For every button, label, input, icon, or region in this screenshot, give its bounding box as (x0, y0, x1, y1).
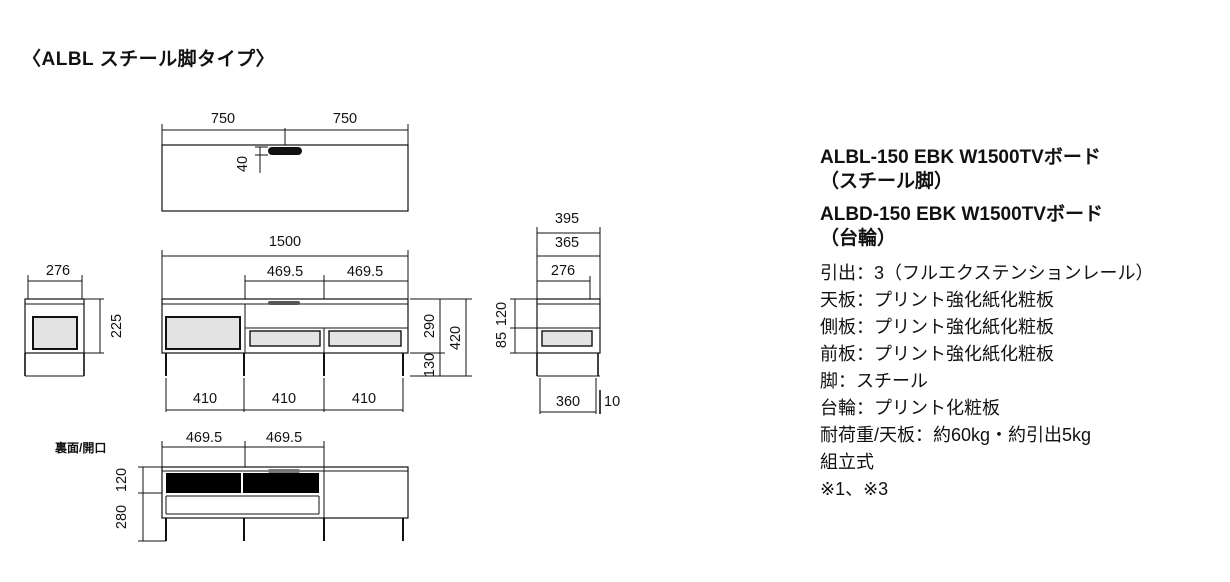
dim-total-width: 1500 (269, 234, 301, 250)
spec-line: 組立式 (820, 452, 874, 472)
dim-height-leg: 130 (422, 353, 438, 377)
page-title: 〈ALBL スチール脚タイプ〉 (22, 49, 276, 70)
spec-line: 天板：プリント強化紙化粧板 (820, 290, 1054, 310)
dimension-labels: 750 750 40 1500 469.5 469.5 410 410 410 … (46, 111, 620, 529)
spec-panel: ALBL-150 EBK W1500TVボード （スチール脚） ALBD-150… (820, 146, 1220, 503)
dim-bottom-1: 410 (193, 391, 217, 407)
product-subtitle: （スチール脚） (820, 171, 954, 192)
dim-depth-276: 276 (551, 263, 575, 279)
dim-bottom-2: 410 (272, 391, 296, 407)
dim-depth-total: 395 (555, 211, 579, 227)
cable-cutout (268, 147, 302, 155)
product-name: ALBL-150 EBK W1500TVボード (820, 147, 1101, 168)
spec-list: 引出：3（フルエクステンションレール） 天板：プリント強化紙化粧板 側板：プリン… (820, 260, 1220, 503)
dim-drawer-width-1: 469.5 (267, 264, 303, 280)
spec-line: 引出：3（フルエクステンションレール） (820, 263, 1154, 283)
product-name: ALBD-150 EBK W1500TVボード (820, 204, 1103, 225)
dim-drawer-width-2: 469.5 (347, 264, 383, 280)
dim-back-opening-1: 469.5 (186, 430, 222, 446)
left-side-view (24, 275, 104, 377)
dim-left-width: 276 (46, 263, 70, 279)
top-view (161, 124, 409, 212)
dim-back-280: 280 (114, 505, 130, 529)
spec-line: 側板：プリント強化紙化粧板 (820, 317, 1054, 337)
product-albd: ALBD-150 EBK W1500TVボード （台輪） (820, 203, 1220, 251)
dim-depth-360: 360 (556, 394, 580, 410)
back-view (138, 441, 409, 542)
dim-top-right: 750 (333, 111, 357, 127)
dim-bottom-3: 410 (352, 391, 376, 407)
dim-right-120: 120 (494, 302, 510, 326)
dim-10: 10 (604, 394, 620, 410)
dim-height-total: 420 (448, 326, 464, 350)
dim-back-opening-2: 469.5 (266, 430, 302, 446)
spec-line: 台輪：プリント化粧板 (820, 398, 1000, 418)
spec-line: 耐荷重/天板：約60kg・約引出5kg (820, 425, 1092, 445)
spec-line: ※1、※3 (820, 479, 889, 499)
spec-line: 前板：プリント強化紙化粧板 (820, 344, 1054, 364)
product-albl: ALBL-150 EBK W1500TVボード （スチール脚） (820, 146, 1220, 194)
spec-line: 脚：スチール (820, 371, 928, 391)
dim-height-body: 290 (422, 314, 438, 338)
dim-back-120: 120 (114, 468, 130, 492)
dim-right-85: 85 (494, 332, 510, 348)
dim-left-height: 225 (109, 314, 125, 338)
technical-drawing: 750 750 40 1500 469.5 469.5 410 410 410 … (24, 111, 620, 542)
dim-depth-365: 365 (555, 235, 579, 251)
right-side-view (510, 227, 601, 414)
dim-top-left: 750 (211, 111, 235, 127)
dim-cutout: 40 (235, 156, 251, 172)
front-view (161, 250, 472, 412)
back-view-label: 裏面/開口 (54, 440, 106, 455)
product-subtitle: （台輪） (820, 228, 897, 249)
